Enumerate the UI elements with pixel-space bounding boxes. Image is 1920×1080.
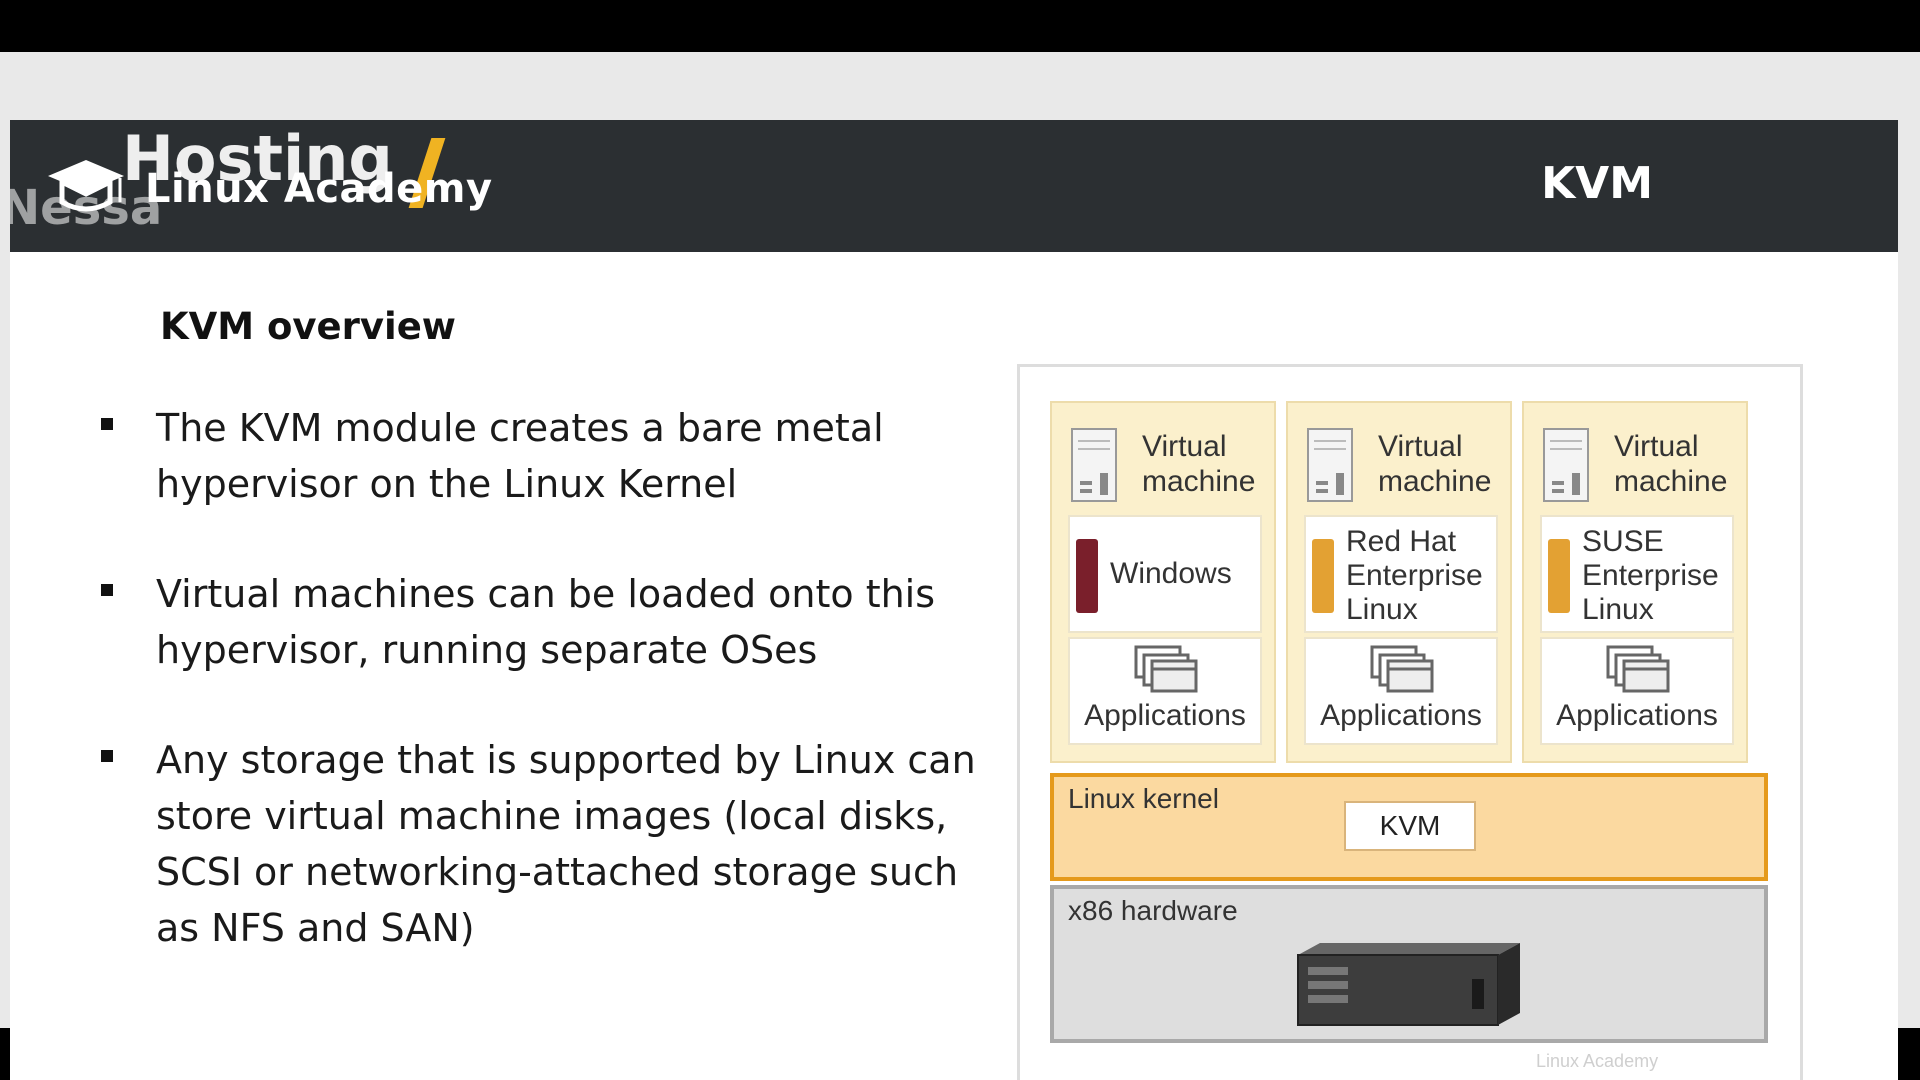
window-stack-icon: [1134, 645, 1198, 693]
bullet-item: The KVM module creates a bare metal hype…: [98, 400, 988, 512]
os-box: Windows: [1068, 515, 1262, 633]
bullet-item: Virtual machines can be loaded onto this…: [98, 566, 988, 678]
kvm-module-box: KVM: [1344, 801, 1476, 851]
logo-text: Linux Academy: [145, 166, 493, 212]
linux-kernel-layer: Linux kernel KVM: [1050, 773, 1768, 881]
os-label: Windows: [1110, 557, 1232, 590]
bullet-list: The KVM module creates a bare metal hype…: [98, 400, 988, 1010]
applications-box: Applications: [1304, 637, 1498, 745]
applications-box: Applications: [1068, 637, 1262, 745]
bullet-marker: [101, 418, 113, 430]
os-bar-icon: [1312, 539, 1334, 613]
bullet-text: Any storage that is supported by Linux c…: [156, 738, 976, 950]
slide-heading: KVM overview: [160, 305, 456, 348]
kernel-label: Linux kernel: [1068, 783, 1219, 814]
rack-server-icon: [1297, 943, 1520, 1026]
applications-box: Applications: [1540, 637, 1734, 745]
hardware-label: x86 hardware: [1068, 895, 1238, 926]
bullet-text: The KVM module creates a bare metal hype…: [156, 406, 884, 506]
window-stack-icon: [1606, 645, 1670, 693]
slide: Hosting Linux Academy Nessa KVM KVM over…: [10, 120, 1898, 1080]
os-bar-icon: [1548, 539, 1570, 613]
applications-label: Applications: [1320, 699, 1482, 732]
bullet-marker: [101, 584, 113, 596]
server-tower-icon: [1307, 428, 1353, 502]
diagram-watermark: Linux Academy: [1536, 1051, 1659, 1071]
bullet-marker: [101, 750, 113, 762]
header-title: KVM: [1541, 158, 1653, 209]
server-tower-icon: [1543, 428, 1589, 502]
slide-frame: Hosting Linux Academy Nessa KVM KVM over…: [0, 52, 1920, 1080]
bullet-item: Any storage that is supported by Linux c…: [98, 732, 988, 956]
slide-header: Hosting Linux Academy Nessa KVM: [10, 120, 1898, 252]
applications-label: Applications: [1084, 699, 1246, 732]
bullet-text: Virtual machines can be loaded onto this…: [156, 572, 936, 672]
watermark-brand: Nessa: [10, 180, 163, 236]
server-tower-icon: [1071, 428, 1117, 502]
window-stack-icon: [1370, 645, 1434, 693]
os-bar-icon: [1076, 539, 1098, 613]
watermark-hosting: Hosting: [122, 122, 393, 195]
applications-label: Applications: [1556, 699, 1718, 732]
x86-hardware-layer: x86 hardware: [1050, 885, 1768, 1043]
graduation-cap-icon: [48, 160, 124, 212]
